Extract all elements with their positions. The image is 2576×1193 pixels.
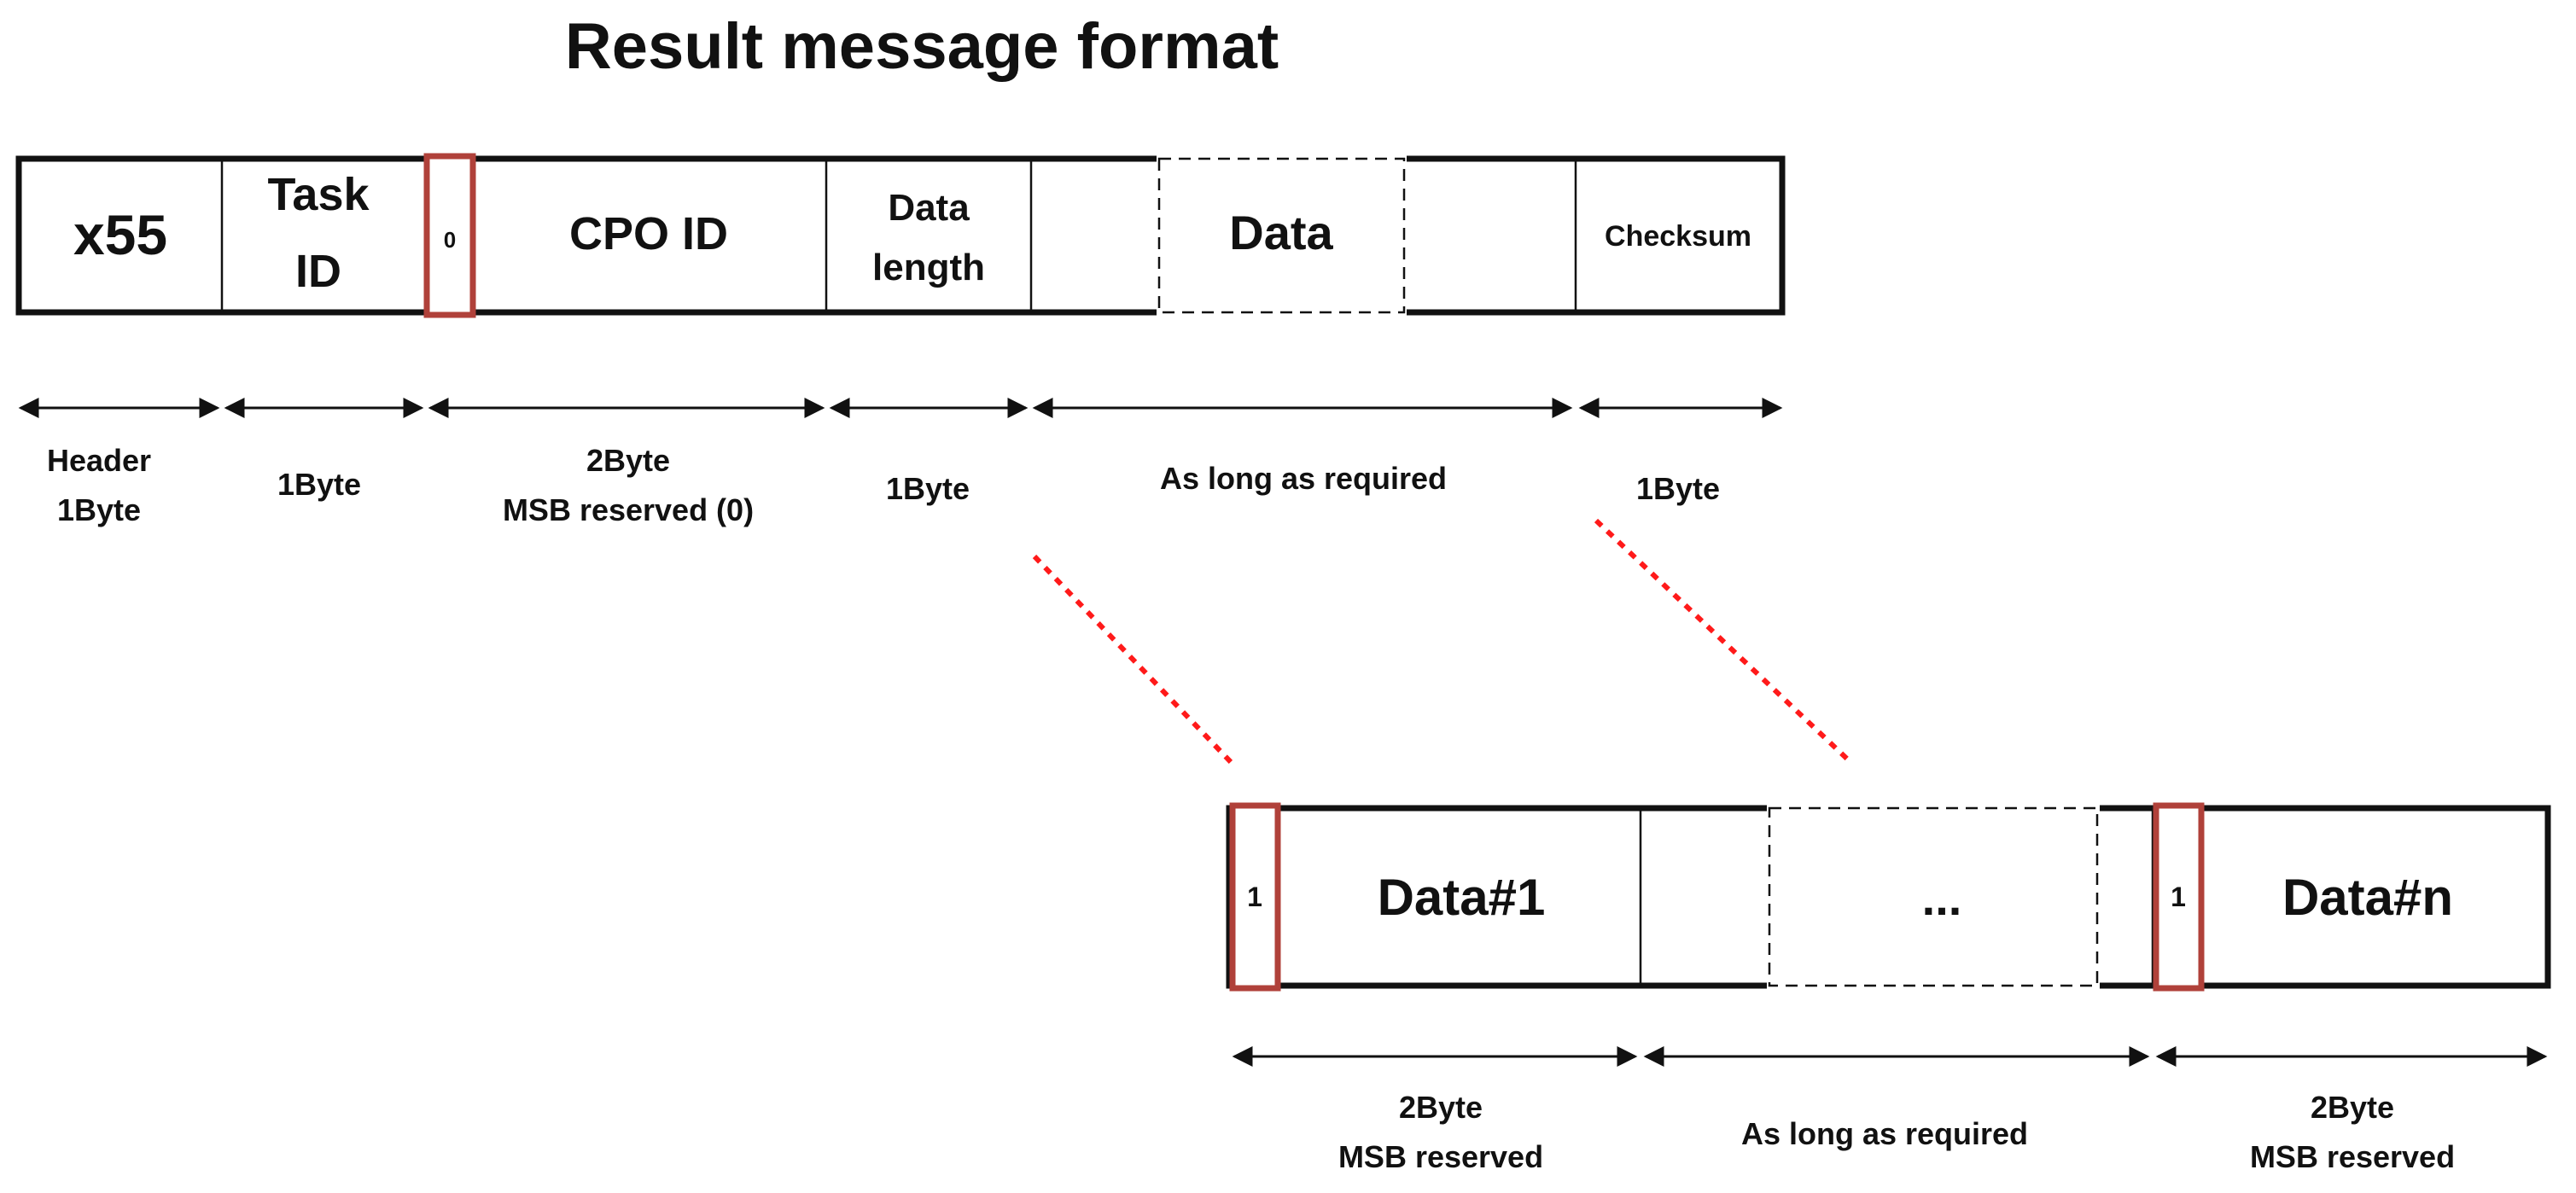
first-data-item-label: Data#1 [1378,869,1546,926]
cpo-id-size-label-line2: MSB reserved (0) [503,492,754,527]
ellipsis-field-mask [1767,803,2100,991]
last-item-size-label-line2: MSB reserved [2250,1139,2455,1174]
data-field-label: Data [1229,206,1333,259]
data-field-mask [1157,154,1407,317]
ellipsis-field-dashed-box [1768,806,2099,987]
first-item-size-label-line2: MSB reserved [1338,1139,1543,1174]
cpo-id-field-label: CPO ID [569,208,728,259]
last-data-item-label: Data#n [2282,869,2453,926]
main-size-labels: Header 1Byte 1Byte 2Byte MSB reserved (0… [47,443,1720,527]
data-size-labels: 2Byte MSB reserved As long as required 2… [1338,1090,2455,1174]
data-length-size-label: 1Byte [886,471,970,506]
reserved-bit-label: 0 [444,227,456,253]
data-length-field-label-line1: Data [888,187,970,229]
data-size-label: As long as required [1160,461,1447,496]
last-msb-bit-box [2153,802,2205,992]
last-item-size-label-line1: 2Byte [2311,1090,2394,1125]
middle-size-label: As long as required [1741,1116,2028,1151]
task-id-size-label: 1Byte [277,467,361,502]
first-msb-bit-box [1229,802,1281,992]
cpo-id-size-label-line1: 2Byte [586,443,670,478]
zoom-guide-left [1032,554,1233,765]
main-frame-border [15,155,1786,316]
data-field-dashed-box [1157,157,1406,314]
ellipsis-label: ... [1922,871,1962,925]
first-item-size-label-line1: 2Byte [1399,1090,1483,1125]
data-frame: 1 Data#1 ... 1 Data#n [1226,802,2551,992]
checksum-field-label: Checksum [1605,220,1751,253]
header-size-label-line2: 1Byte [57,492,141,527]
zoom-guides [1032,518,1853,765]
last-msb-bit-label: 1 [2171,882,2186,912]
checksum-size-label: 1Byte [1636,471,1720,506]
reserved-bit-box [423,153,476,318]
data-length-field-label-line2: length [872,247,985,288]
task-id-field-label-line1: Task [267,169,370,220]
task-id-field-label-line2: ID [295,246,341,297]
header-field-label: x55 [73,203,167,266]
diagram-title: Result message format [565,10,1279,83]
zoom-guide-right [1594,518,1853,765]
first-msb-bit-label: 1 [1247,882,1262,912]
header-size-label-line1: Header [47,443,151,478]
main-frame: x55 Task ID 0 CPO ID Data length Data Ch… [15,153,1786,318]
